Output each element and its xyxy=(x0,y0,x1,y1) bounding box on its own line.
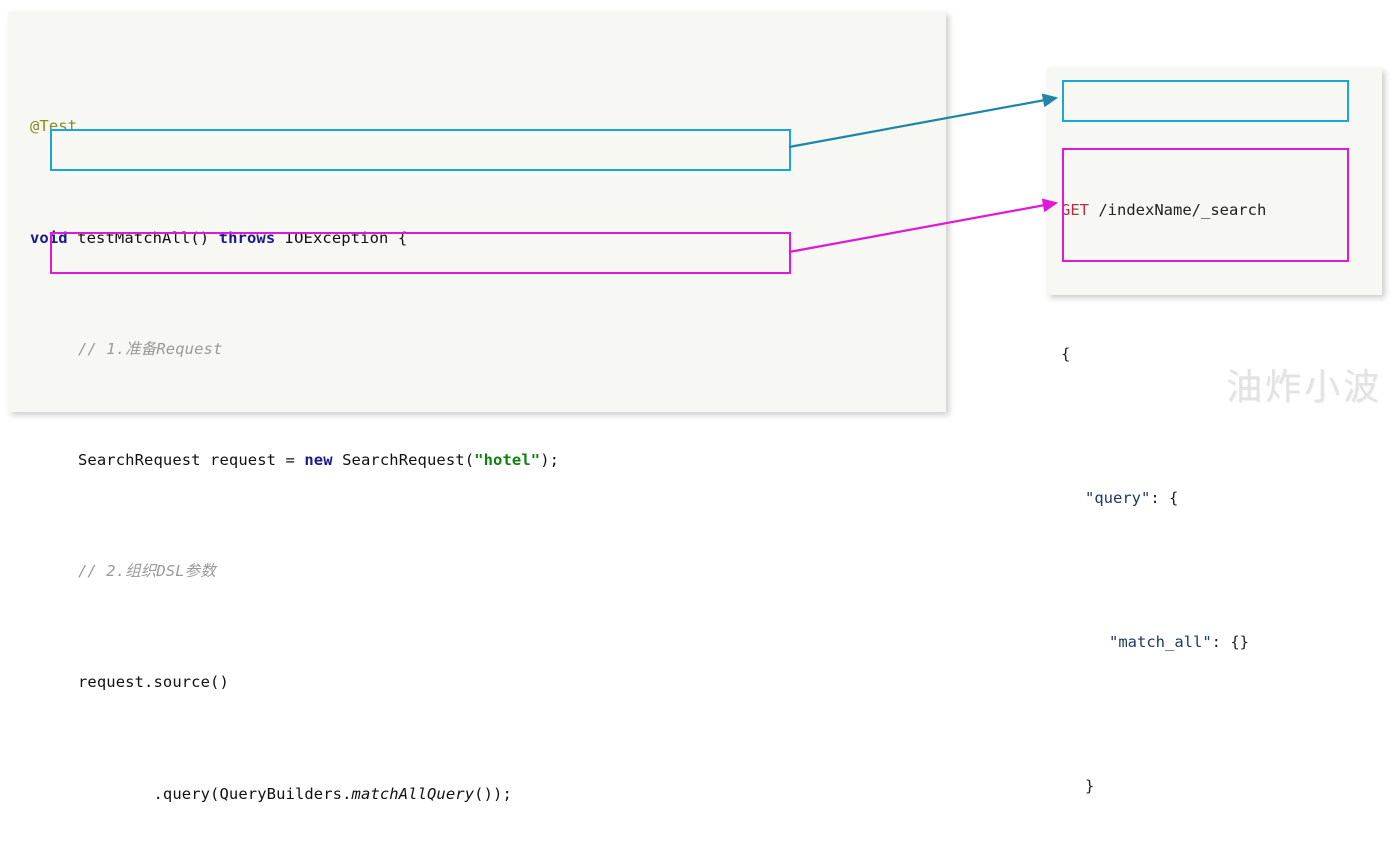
code-line-stmt-query: .query(QueryBuilders.matchAllQuery()); xyxy=(30,781,767,809)
dsl-request-panel: GET /indexName/_search { "query": { "mat… xyxy=(1047,68,1382,795)
string-literal-hotel: "hotel" xyxy=(474,450,541,469)
annotation-test: @Test xyxy=(30,117,78,136)
keyword-void: void xyxy=(30,228,68,247)
json-key-match-all: "match_all" xyxy=(1109,633,1212,651)
http-verb-get: GET xyxy=(1061,201,1089,219)
comment-prepare-request: // 1.准备Request xyxy=(78,339,223,358)
keyword-new: new xyxy=(304,450,333,469)
match-all-query-method: matchAllQuery xyxy=(351,784,475,803)
query-call-suffix: ()); xyxy=(474,784,512,803)
dsl-open-brace: { xyxy=(1061,345,1071,363)
keyword-throws: throws xyxy=(218,228,276,247)
dsl-request-path: /indexName/_search xyxy=(1089,201,1267,219)
code-line-comment-1: // 1.准备Request xyxy=(30,336,767,364)
dsl-line-match-all: "match_all": {} xyxy=(1061,624,1266,660)
comment-build-dsl: // 2.组织DSL参数 xyxy=(78,562,216,581)
dsl-code-block: GET /indexName/_search { "query": { "mat… xyxy=(1061,84,1266,848)
json-key-query: "query" xyxy=(1085,489,1151,507)
code-line-annotation: @Test xyxy=(30,113,767,141)
method-name: testMatchAll() xyxy=(67,228,219,247)
watermark-text: 油炸小波 xyxy=(1225,367,1382,408)
dsl-line-query-key: "query": { xyxy=(1061,480,1266,516)
json-query-close-brace: } xyxy=(1085,777,1095,795)
search-request-ctor: SearchRequest( xyxy=(332,450,475,469)
request-source-call: request.source() xyxy=(78,673,229,692)
json-query-open: : { xyxy=(1150,489,1179,507)
dsl-line-query-close: } xyxy=(1061,768,1266,804)
stmt-request-end: ); xyxy=(540,450,560,469)
code-line-comment-2: // 2.组织DSL参数 xyxy=(30,558,767,586)
code-line-stmt-source: request.source() xyxy=(30,669,767,697)
exception-type: IOException { xyxy=(275,228,408,247)
dsl-line-open-brace: { xyxy=(1061,336,1266,372)
code-line-stmt-request: SearchRequest request = new SearchReques… xyxy=(30,447,767,475)
json-match-all-value: : {} xyxy=(1211,633,1249,651)
dsl-line-request: GET /indexName/_search xyxy=(1061,192,1266,228)
query-call-prefix: .query(QueryBuilders. xyxy=(153,784,352,803)
java-code-block: @Test void testMatchAll() throws IOExcep… xyxy=(30,30,767,848)
search-request-decl: SearchRequest request = xyxy=(78,450,305,469)
java-code-panel: @Test void testMatchAll() throws IOExcep… xyxy=(8,12,946,803)
code-line-signature: void testMatchAll() throws IOException { xyxy=(30,225,767,253)
